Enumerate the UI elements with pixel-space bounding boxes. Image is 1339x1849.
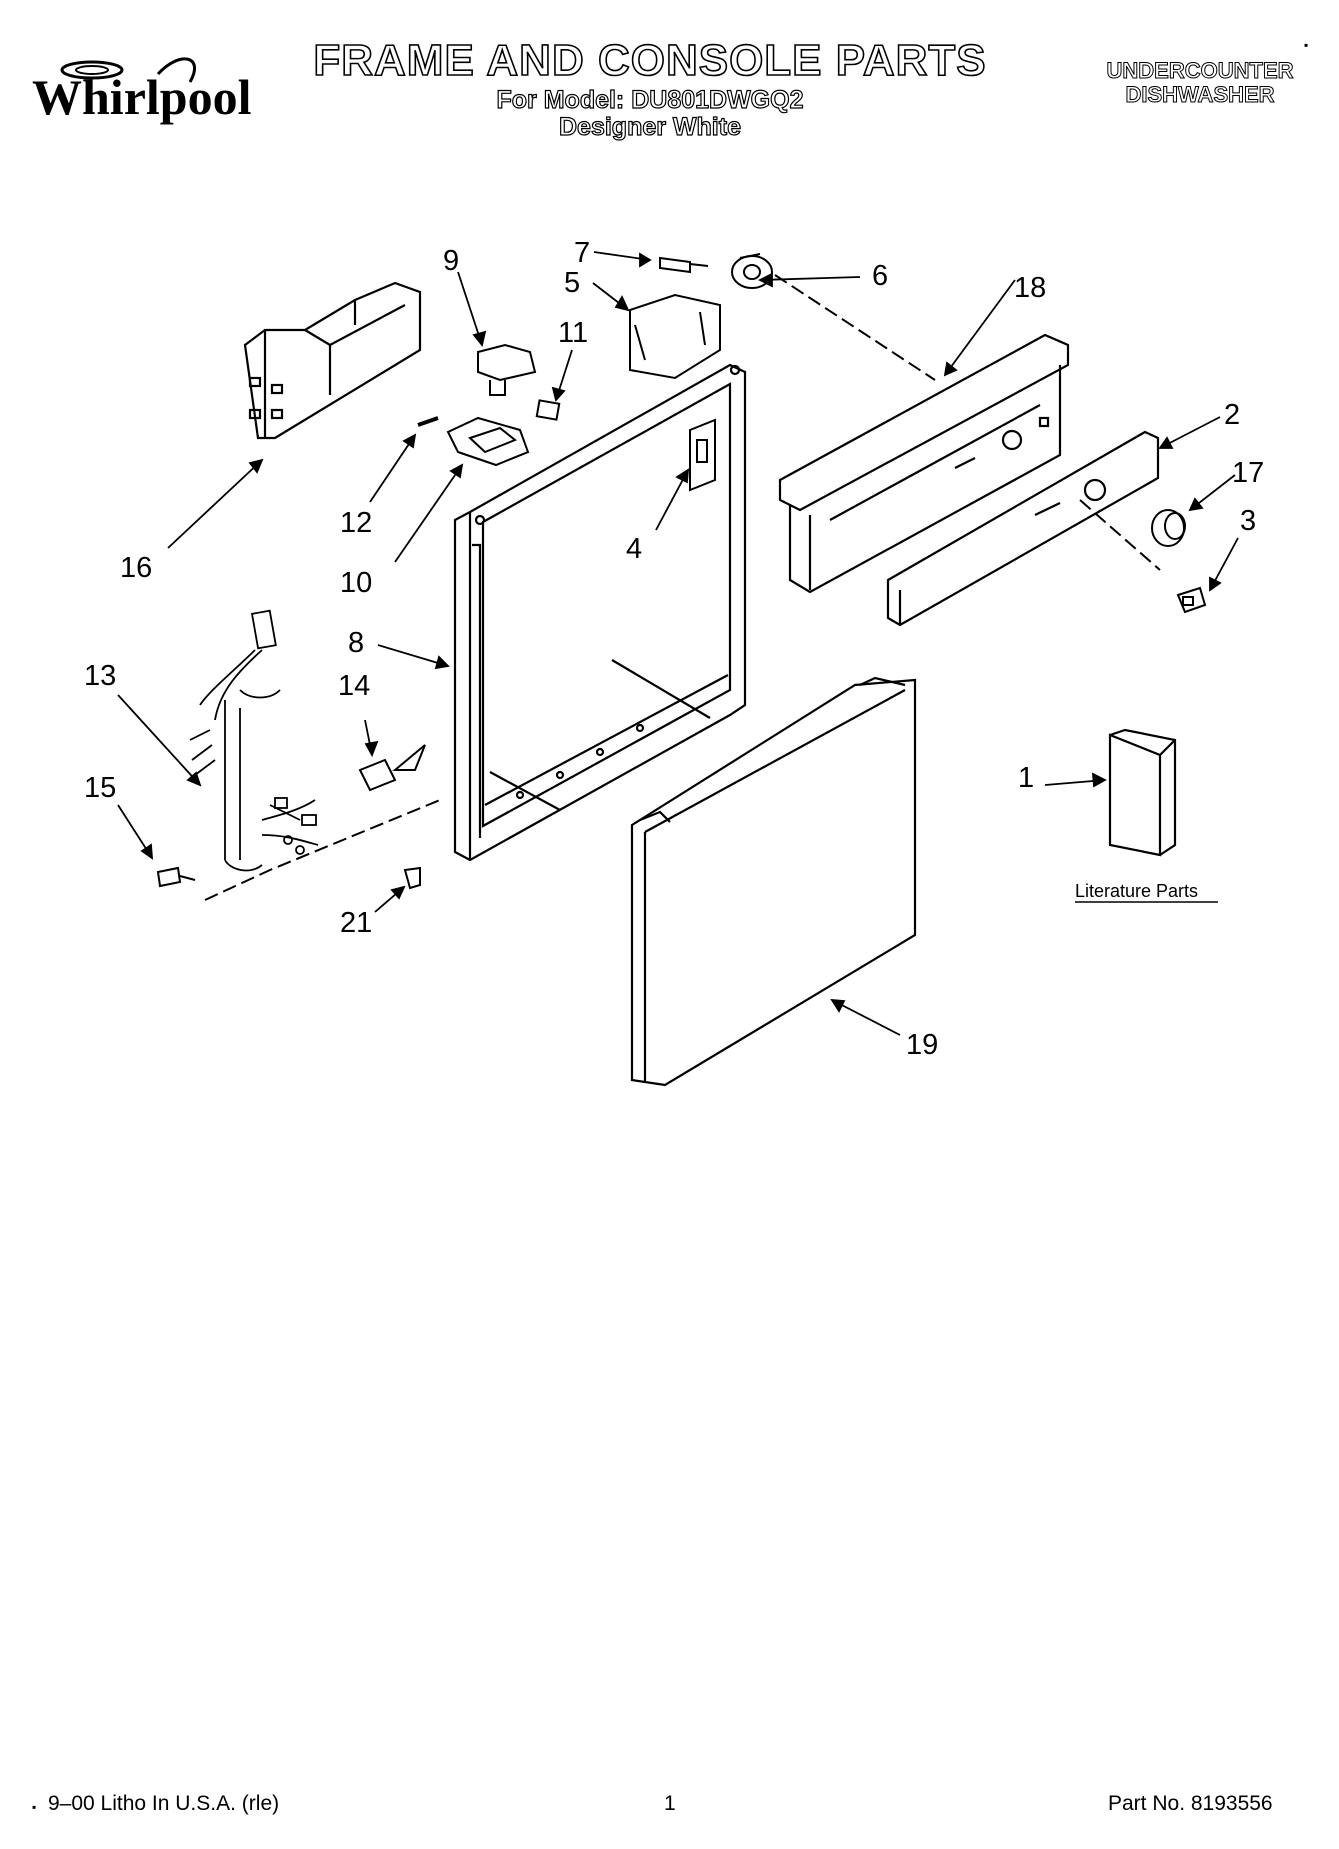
callout-1: 1 xyxy=(1018,762,1034,794)
part-1-literature xyxy=(1108,728,1177,857)
part-13-harness xyxy=(189,609,319,872)
part-number: Part No. 8193556 xyxy=(1108,1792,1273,1815)
part-18-console xyxy=(778,333,1070,594)
callout-4: 4 xyxy=(626,533,642,565)
part-15-screw xyxy=(156,866,196,888)
part-14-switch xyxy=(358,744,426,792)
category-line-2: DISHWASHER xyxy=(1125,82,1275,108)
whirlpool-logo: Whirlpool xyxy=(32,57,252,125)
page-number: 1 xyxy=(664,1792,676,1815)
callout-17: 17 xyxy=(1232,457,1264,489)
callout-12: 12 xyxy=(340,507,372,539)
logo-wordmark: Whirlpool xyxy=(32,69,252,125)
part-21-clip xyxy=(403,866,421,890)
literature-parts-label: Literature Parts xyxy=(1075,881,1198,901)
part-3-button xyxy=(1176,586,1207,614)
callout-16: 16 xyxy=(120,552,152,584)
part-19-door-panel xyxy=(630,676,917,1087)
part-12-pin xyxy=(417,416,439,427)
callout-13: 13 xyxy=(84,660,116,692)
model-line: For Model: DU801DWGQ2 xyxy=(496,85,804,114)
category-line-1: UNDERCOUNTER xyxy=(1106,58,1294,84)
callout-19: 19 xyxy=(906,1029,938,1061)
callout-8: 8 xyxy=(348,627,364,659)
part-10-bracket xyxy=(446,416,530,467)
part-4-strike xyxy=(689,418,716,492)
logo-swirl-icon xyxy=(60,60,124,80)
part-5-timer xyxy=(629,293,721,380)
callout-14: 14 xyxy=(338,670,370,702)
part-9-switch xyxy=(477,343,537,396)
page-title: FRAME AND CONSOLE PARTS xyxy=(313,35,987,86)
part-17-knob xyxy=(1151,509,1186,547)
callout-15: 15 xyxy=(84,772,116,804)
part-11-connector xyxy=(535,399,561,421)
callout-5: 5 xyxy=(564,267,580,299)
part-8-frame xyxy=(453,363,747,862)
callout-9: 9 xyxy=(443,245,459,277)
corner-mark: ▪ xyxy=(1304,38,1309,52)
callout-2: 2 xyxy=(1224,399,1240,431)
print-info: 9–00 Litho In U.S.A. (rle) xyxy=(48,1792,280,1815)
part-7-screw xyxy=(659,256,709,274)
callout-18: 18 xyxy=(1014,272,1046,304)
part-6-knob-cam xyxy=(731,253,773,289)
callout-21: 21 xyxy=(340,907,372,939)
footer-mark: ▪ xyxy=(32,1800,37,1814)
callout-7: 7 xyxy=(574,237,590,269)
part-2-panel xyxy=(886,430,1160,627)
leader-lines xyxy=(117,251,1239,1036)
callout-6: 6 xyxy=(872,260,888,292)
callout-11: 11 xyxy=(558,317,588,349)
callout-10: 10 xyxy=(340,567,372,599)
color-line: Designer White xyxy=(558,112,741,141)
part-16-housing xyxy=(243,281,422,440)
callout-3: 3 xyxy=(1240,505,1256,537)
